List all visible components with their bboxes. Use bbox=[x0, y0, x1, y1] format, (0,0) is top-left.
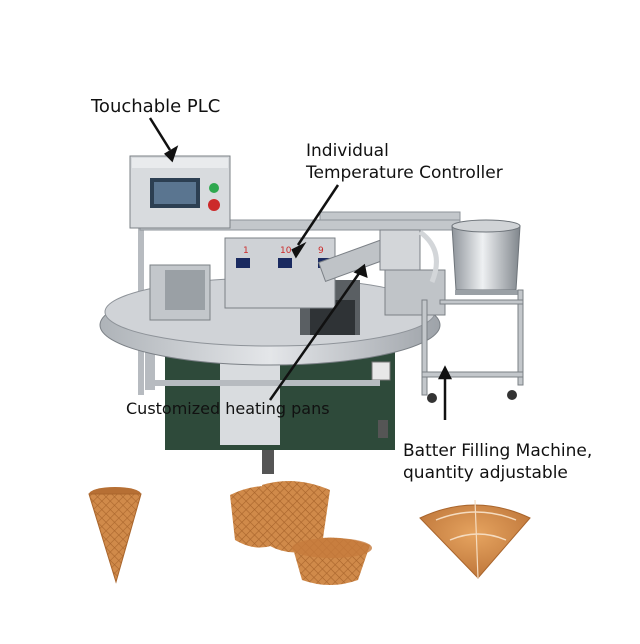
label-temperature-line-1: Individual bbox=[306, 141, 389, 161]
batter-filling-machine bbox=[421, 219, 524, 403]
wafer-fan-image bbox=[419, 499, 531, 579]
wafer-cone-image bbox=[88, 487, 142, 584]
pointer-arrows bbox=[148, 117, 453, 420]
label-batter-line-2: quantity adjustable bbox=[403, 463, 568, 483]
controller-number: 9 bbox=[318, 246, 324, 256]
label-temperature-line-2: Temperature Controller bbox=[306, 163, 503, 183]
label-heating-pans: Customized heating pans bbox=[126, 399, 330, 418]
machine-base bbox=[165, 350, 395, 474]
label-temperature-controller: Individual Temperature Controller bbox=[306, 140, 503, 184]
plc-box bbox=[129, 155, 231, 229]
controller-number: 1 bbox=[243, 246, 249, 256]
label-batter-filling: Batter Filling Machine, quantity adjusta… bbox=[403, 440, 592, 484]
label-batter-line-1: Batter Filling Machine, bbox=[403, 441, 593, 461]
wafer-bowls-image bbox=[230, 481, 372, 585]
rotating-table bbox=[99, 264, 446, 366]
label-touchable-plc: Touchable PLC bbox=[91, 96, 221, 117]
controller-number: 10 bbox=[280, 246, 292, 256]
temperature-controller-panel: 1 10 9 bbox=[224, 237, 336, 309]
